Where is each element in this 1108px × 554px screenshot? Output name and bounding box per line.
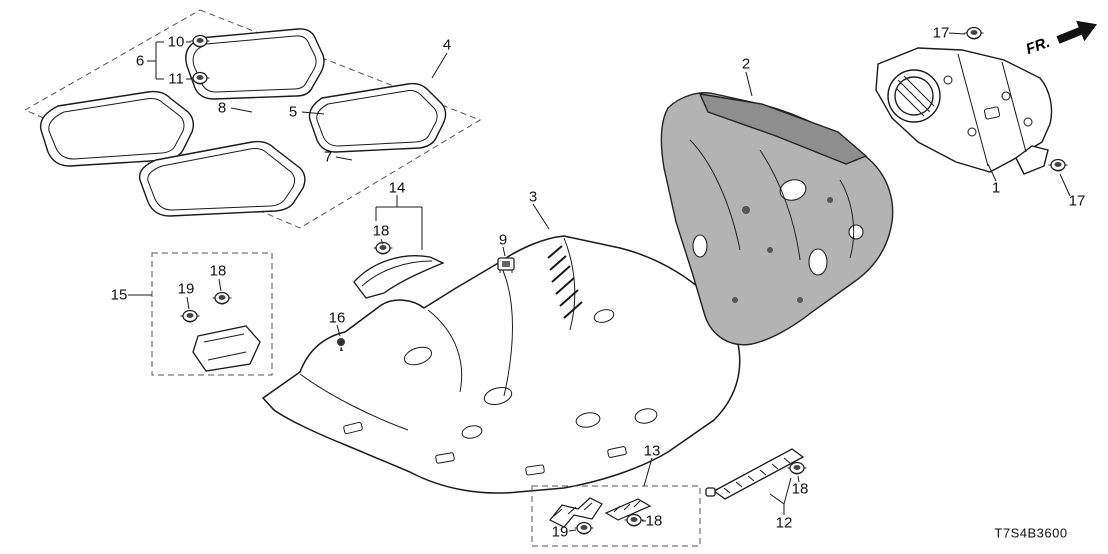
diagram-code: T7S4B3600 bbox=[994, 525, 1068, 541]
sill-garnish-strip bbox=[705, 448, 805, 500]
callout-9: 9 bbox=[498, 231, 508, 249]
callout-1: 1 bbox=[991, 179, 1001, 197]
callout-4: 4 bbox=[442, 36, 452, 54]
bulkhead-panel bbox=[875, 47, 1053, 175]
bulkhead-clip-icon-17b bbox=[1047, 158, 1069, 172]
garnish-clip-icon-18 bbox=[211, 291, 233, 305]
callout-16: 16 bbox=[328, 309, 346, 327]
callout-13: 13 bbox=[643, 442, 661, 460]
bulkhead-clip-icon-17a bbox=[963, 26, 985, 40]
floor-mat-front-right bbox=[185, 28, 325, 100]
floor-mat-rear-left bbox=[39, 90, 195, 167]
callout-10: 10 bbox=[167, 33, 185, 51]
callout-11: 11 bbox=[168, 70, 184, 88]
mat-set-boundary bbox=[23, 9, 482, 229]
floor-mat-rear-right bbox=[308, 82, 447, 153]
callout-5: 5 bbox=[288, 103, 298, 121]
callout-6: 6 bbox=[135, 52, 145, 70]
callout-18-sill: 18 bbox=[791, 480, 809, 498]
callout-18-bracket: 18 bbox=[645, 512, 663, 530]
carpet-clip-icon-18a bbox=[372, 241, 394, 255]
callout-19-garnish: 19 bbox=[177, 280, 195, 298]
garnish-clip-icon-19 bbox=[179, 309, 201, 323]
bracket-clip-icon-19 bbox=[573, 521, 595, 535]
fr-direction-arrow-icon bbox=[1056, 20, 1097, 44]
bracket-kit-box bbox=[531, 485, 701, 547]
callout-18-strip: 18 bbox=[372, 222, 390, 240]
callout-3: 3 bbox=[528, 188, 538, 206]
callout-19-bracket: 19 bbox=[551, 523, 569, 541]
callout-12: 12 bbox=[775, 514, 793, 532]
callout-2: 2 bbox=[741, 55, 751, 73]
callout-8: 8 bbox=[217, 99, 227, 117]
callout-15: 15 bbox=[110, 286, 128, 304]
carpet-hatch-texture bbox=[547, 245, 583, 319]
callout-17-top: 17 bbox=[932, 24, 950, 42]
leader-lines bbox=[128, 32, 1071, 532]
callout-7: 7 bbox=[323, 148, 333, 166]
dash-insulator bbox=[660, 92, 894, 346]
callout-18-garnish: 18 bbox=[209, 262, 227, 280]
callout-17-right: 17 bbox=[1068, 192, 1086, 210]
floor-mat-center bbox=[138, 140, 306, 217]
floor-carpet bbox=[261, 235, 741, 494]
garnish-kit-box bbox=[151, 252, 273, 376]
callout-14: 14 bbox=[388, 179, 406, 197]
insulator-strip bbox=[353, 255, 445, 299]
